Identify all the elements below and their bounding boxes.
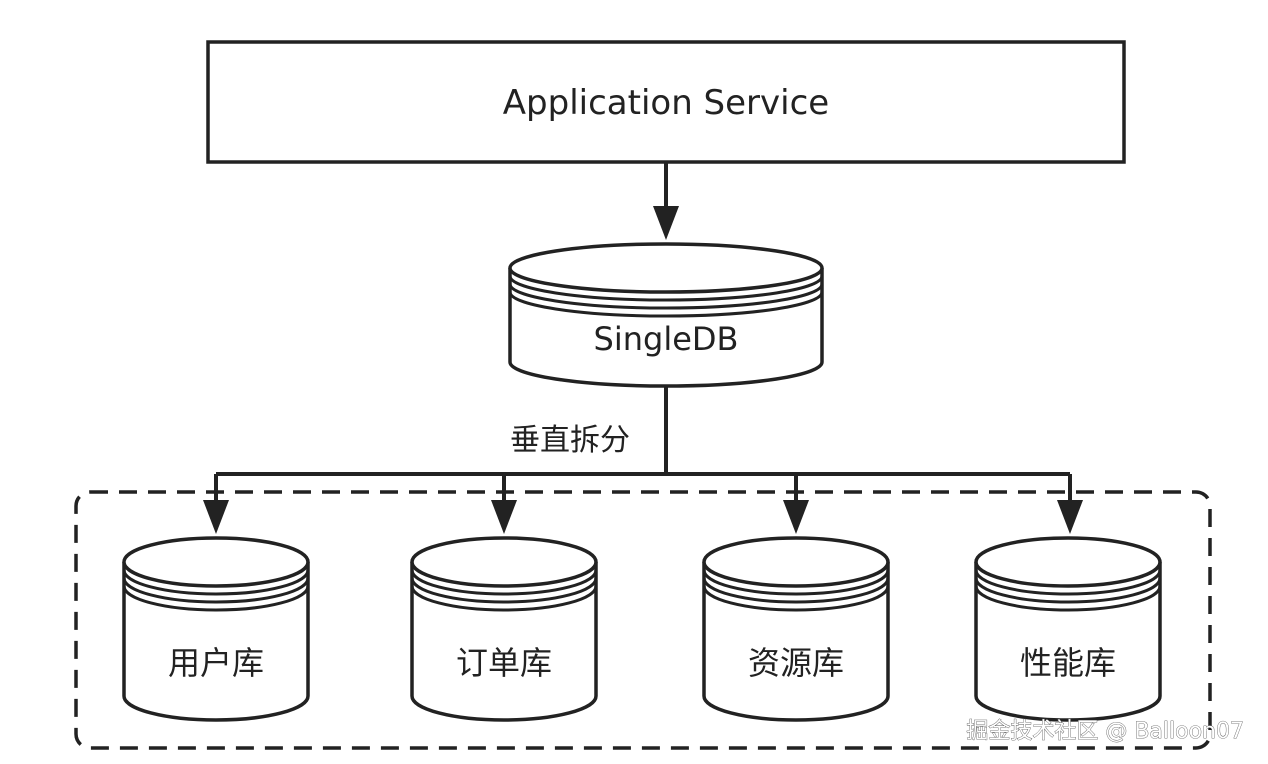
shard-label-resource: 资源库: [748, 644, 844, 682]
shard-db-resource: 资源库: [702, 536, 890, 722]
watermark-text: 掘金技术社区 @ Balloon07: [966, 719, 1244, 744]
shard-group-boundary: [74, 490, 1212, 750]
application-service-node: Application Service: [206, 40, 1126, 164]
singledb-node: SingleDB: [508, 242, 824, 388]
app-to-db-arrow: [653, 162, 679, 240]
vertical-split-label: 垂直拆分: [510, 423, 630, 458]
split-connector: [216, 386, 1070, 476]
shard-arrow-4: [1057, 474, 1083, 534]
shard-label-performance: 性能库: [1020, 644, 1116, 682]
shard-db-performance: 性能库: [974, 536, 1162, 722]
shard-label-order: 订单库: [456, 644, 552, 682]
shard-arrow-3: [783, 474, 809, 534]
shard-arrow-2: [491, 474, 517, 534]
shard-db-user: 用户库: [122, 536, 310, 722]
shard-db-order: 订单库: [410, 536, 598, 722]
shard-label-user: 用户库: [168, 644, 264, 682]
singledb-label: SingleDB: [594, 320, 739, 358]
shard-arrow-1: [203, 474, 229, 534]
application-service-label: Application Service: [503, 83, 829, 123]
